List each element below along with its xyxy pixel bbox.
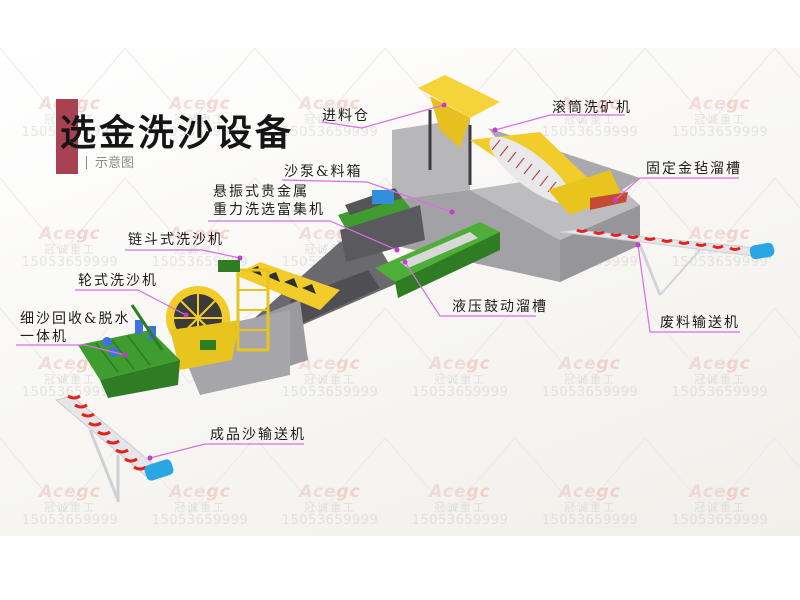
wheel-sand-washer: [166, 286, 240, 370]
label-fine-sand-recovery-line2: 一体机: [20, 329, 68, 345]
label-product-sand-conveyor: 成品沙输送机: [210, 427, 306, 443]
page-subtitle: 示意图: [86, 152, 134, 171]
leader-lines: [16, 104, 740, 459]
feed-hopper: [418, 75, 500, 185]
label-fixed-gold-sluice: 固定金毡溜槽: [646, 161, 742, 177]
label-fine-sand-recovery: 细沙回收&脱水 一体机: [20, 310, 130, 346]
gold-concentrator: [338, 188, 425, 262]
label-gold-concentrator-line2: 重力洗选富集机: [213, 202, 325, 218]
page-title: 选金洗沙设备: [60, 112, 295, 154]
trommel-drum: [470, 132, 628, 215]
label-sand-pump-tank: 沙泵&料箱: [284, 164, 363, 180]
subtitle-divider: [86, 156, 87, 169]
waste-conveyor: [559, 228, 776, 296]
label-feed-hopper: 进料仓: [322, 108, 370, 124]
bucket-sand-washer: [218, 260, 340, 352]
label-gold-concentrator-line1: 悬振式贵金属: [213, 184, 309, 200]
label-hydraulic-drum-sluice: 液压鼓动溜槽: [452, 299, 548, 315]
subtitle-text: 示意图: [95, 156, 135, 171]
label-gold-concentrator: 悬振式贵金属 重力洗选富集机: [213, 183, 325, 219]
product-sand-conveyor: [54, 394, 174, 502]
title-accent-bar: [56, 99, 78, 174]
leader-dots: [122, 102, 641, 461]
label-waste-conveyor: 废料输送机: [660, 315, 740, 331]
label-wheel-sand-washer: 轮式洗沙机: [78, 273, 158, 289]
label-fine-sand-recovery-line1: 细沙回收&脱水: [20, 311, 131, 327]
hydraulic-drum-sluice: [375, 222, 500, 298]
label-bucket-sand-washer: 链斗式洗沙机: [128, 232, 224, 248]
label-trommel-washer: 滚筒洗矿机: [552, 100, 632, 116]
